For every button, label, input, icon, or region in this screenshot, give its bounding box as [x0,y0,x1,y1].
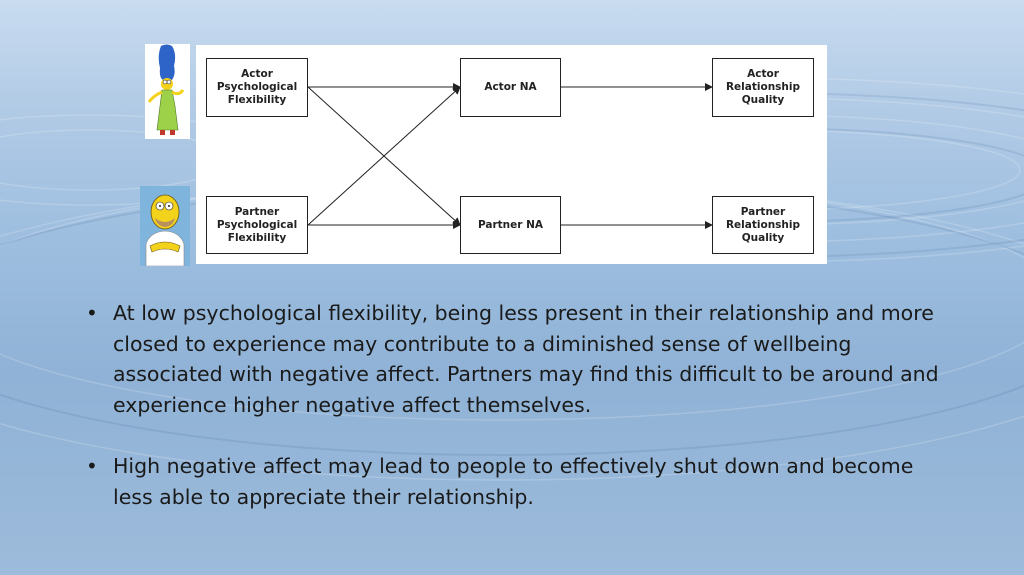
bullet-text: At low psychological flexibility, being … [113,301,939,418]
actor-relationship-quality-box: Actor Relationship Quality [712,58,814,117]
bullet-item: • At low psychological flexibility, being… [86,298,956,421]
path-model-diagram: Actor Psychological Flexibility Partner … [196,45,827,264]
bullet-dot: • [86,301,98,325]
arrow-partner-pf-to-actor-na [307,86,461,226]
bullet-dot: • [86,454,98,479]
homer-simpson-icon [140,186,190,267]
actor-psychological-flexibility-box: Actor Psychological Flexibility [206,58,308,117]
bullet-list: • At low psychological flexibility, being… [86,298,956,543]
partner-relationship-quality-box: Partner Relationship Quality [712,196,814,254]
partner-psychological-flexibility-box: Partner Psychological Flexibility [206,196,308,254]
partner-na-box: Partner NA [460,196,561,254]
actor-na-box: Actor NA [460,58,561,117]
marge-simpson-icon [145,44,190,139]
bullet-item: • High negative affect may lead to people… [86,451,956,512]
diagram-arrows [307,83,713,229]
bullet-text: High negative affect may lead to people … [113,454,914,510]
